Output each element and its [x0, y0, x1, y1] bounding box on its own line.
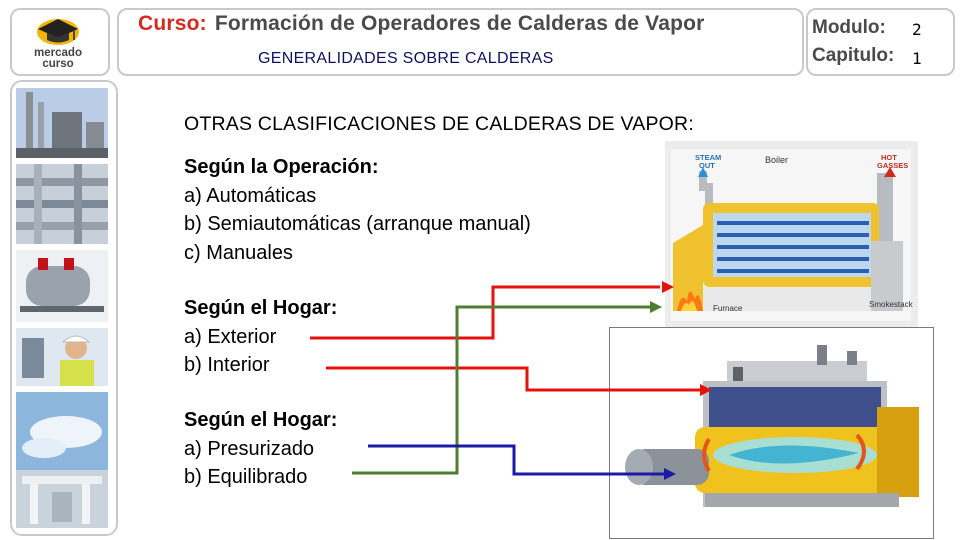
operation-classification: Según la Operación: a) Automáticas b) Se… — [184, 153, 531, 267]
pressure-title: Según el Hogar: — [184, 409, 338, 431]
boiler-label: Boiler — [765, 155, 788, 165]
furnace-label: Furnace — [713, 304, 743, 313]
module-label: Modulo: — [812, 17, 886, 38]
equilibrado-connector — [352, 305, 650, 475]
course-name: Formación de Operadores de Calderas de V… — [214, 12, 705, 35]
pressure-classification: Según el Hogar: a) Presurizado b) Equili… — [184, 406, 337, 492]
steam-out-arrow-icon — [698, 167, 708, 177]
module-value: 2 — [912, 20, 922, 39]
logo: mercado curso — [34, 19, 82, 70]
hearth-item: a) Exterior — [184, 325, 277, 348]
hot-gasses-label: GASSES — [877, 161, 908, 170]
operation-item: c) Manuales — [184, 241, 293, 264]
operation-item: a) Automáticas — [184, 184, 317, 207]
hearth-title: Según el Hogar: — [184, 297, 338, 319]
logo-text-line2: curso — [42, 58, 73, 70]
steam-out-label: STEAM — [695, 153, 721, 162]
smokestack-label: Smokestack — [869, 300, 914, 309]
operation-title: Según la Operación: — [184, 156, 379, 178]
boiler-equipment-photo — [16, 250, 108, 322]
course-header-box — [117, 8, 804, 76]
pressure-item: a) Presurizado — [184, 437, 315, 460]
sky-pipeline-photo — [16, 392, 108, 528]
boiler-cutaway-image — [609, 327, 934, 539]
chapter-label: Capitulo: — [812, 45, 895, 66]
chapter-value: 1 — [912, 49, 922, 68]
course-label: Curso: — [138, 12, 207, 35]
industrial-pipes-photo — [16, 164, 108, 244]
equilibrado-arrow-icon — [650, 301, 662, 313]
section-subtitle: GENERALIDADES SOBRE CALDERAS — [258, 50, 554, 67]
pressure-item: b) Equilibrado — [184, 466, 308, 488]
hearth-item: b) Interior — [184, 354, 270, 376]
module-box — [806, 8, 955, 76]
course-title: Curso: Formación de Operadores de Caldera… — [138, 12, 705, 36]
steam-out-label: OUT — [699, 161, 715, 170]
firetube-boiler-diagram: STEAM OUT HOT GASSES Boiler Furnace Smok… — [665, 141, 918, 327]
logo-text-line1: mercado — [34, 47, 82, 59]
flame-icon — [677, 291, 703, 311]
hearth-classification: Según el Hogar: a) Exterior b) Interior — [184, 294, 337, 380]
hot-gasses-arrow-icon — [884, 167, 896, 177]
main-heading: OTRAS CLASIFICACIONES DE CALDERAS DE VAP… — [184, 113, 694, 135]
graduation-cap-icon — [37, 19, 79, 45]
power-plant-photo — [16, 88, 108, 158]
exterior-connector — [310, 285, 660, 340]
operation-item: b) Semiautomáticas (arranque manual) — [184, 213, 531, 235]
hot-gasses-label: HOT — [881, 153, 897, 162]
engineer-photo — [16, 328, 108, 386]
